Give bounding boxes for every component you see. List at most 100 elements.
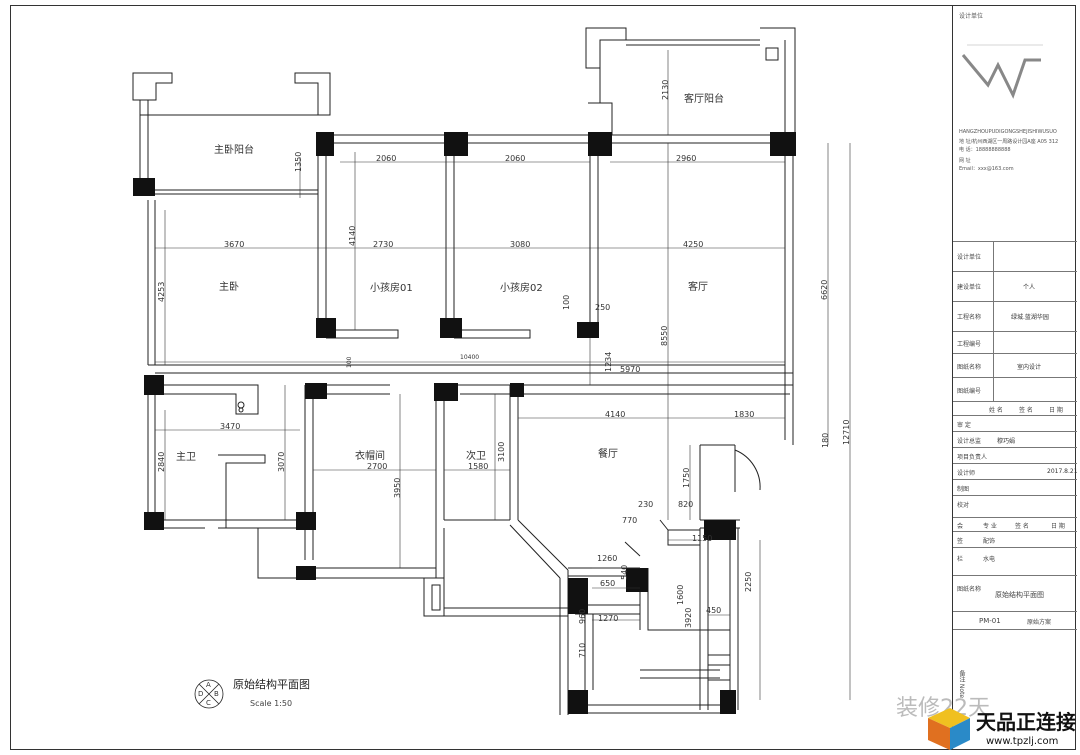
dim-label: 1234 — [604, 351, 613, 372]
dim-label: 12710 — [842, 419, 851, 445]
dim-label: 2730 — [373, 240, 394, 249]
dim-label: 2130 — [661, 79, 670, 100]
dim-label: 4140 — [348, 225, 357, 246]
drawing-title-label: 图纸名称 — [957, 586, 982, 593]
dim-label: 100 — [562, 294, 571, 310]
role-label: 设计总监 — [957, 438, 982, 445]
field-label: 工程名称 — [957, 314, 982, 321]
room-kid-1: 小孩房01 — [370, 283, 413, 294]
room-master-balcony: 主卧阳台 — [214, 145, 254, 156]
dim-label: 2700 — [367, 462, 388, 471]
company-pinyin: HANGZHOUPUDIGONGSHEJISHIWUSUO — [959, 129, 1057, 135]
date-value: 2017.8.21 — [1047, 468, 1078, 475]
disc-header: 日 期 — [1051, 523, 1065, 530]
dim-label: 3080 — [510, 240, 531, 249]
role-label: 制图 — [957, 486, 970, 493]
room-cloakroom: 衣帽间 — [355, 451, 385, 462]
dim-label: 3070 — [277, 451, 286, 472]
dim-label: 3920 — [684, 607, 693, 628]
dim-label: 5970 — [620, 365, 641, 374]
dim-label: 250 — [595, 303, 611, 312]
dim-label: 4253 — [157, 281, 166, 302]
dim-label: 450 — [706, 606, 722, 615]
drawing-title: 原始结构平面图 — [995, 591, 1044, 599]
title-block: 设计单位 HANGZHOUPUDIGONGSHEJISHIWUSUO 地 址/杭… — [952, 5, 1078, 750]
room-dining: 餐厅 — [598, 449, 618, 460]
website-label: 网 址 — [959, 158, 971, 164]
room-master-bedroom: 主卧 — [219, 282, 239, 293]
dim-label: 230 — [638, 500, 654, 509]
disc-item: 水电 — [983, 556, 996, 563]
dim-label: 1350 — [294, 151, 303, 172]
field-value: 室内设计 — [1017, 364, 1042, 371]
dim-label: 3670 — [224, 240, 245, 249]
disc-side: 签 — [957, 538, 964, 545]
dim-label: 820 — [678, 500, 694, 509]
field-label: 工程编号 — [957, 341, 982, 348]
disc-side: 会 — [957, 523, 964, 530]
section-mark-c: C — [206, 699, 211, 707]
watermark-brand: 天品正连接 — [976, 710, 1076, 734]
drawing-scale: Scale 1:50 — [250, 699, 293, 708]
section-mark-d: D — [198, 690, 204, 698]
dim-label: 3100 — [497, 441, 506, 462]
watermark-url: www.tpzlj.com — [986, 736, 1059, 747]
dim-label: 2250 — [744, 571, 753, 592]
dim-label: 2840 — [157, 451, 166, 472]
role-label: 校对 — [957, 502, 970, 509]
dim-label: 960 — [578, 608, 587, 624]
sign-header: 签 名 — [1019, 407, 1033, 414]
role-name: 穆巧娟 — [997, 438, 1016, 445]
dim-label: 1270 — [598, 614, 619, 623]
disc-header: 签 名 — [1015, 523, 1029, 530]
dim-label: 540 — [620, 564, 629, 580]
field-label: 设计单位 — [957, 254, 982, 261]
role-label: 审 定 — [957, 422, 971, 429]
drawing-number: PM-01 — [979, 617, 1001, 625]
room-living-balcony: 客厅阳台 — [684, 94, 724, 105]
dim-label: 1830 — [734, 410, 755, 419]
dim-label: 4140 — [605, 410, 626, 419]
dim-label: 100 — [346, 356, 353, 368]
dim-label: 3470 — [220, 422, 241, 431]
dim-label: 1600 — [676, 584, 685, 605]
company-email: Email：xxx@163.com — [959, 166, 1014, 172]
disc-side: 栏 — [957, 556, 964, 563]
field-value: 个人 — [1023, 284, 1036, 291]
role-label: 设计师 — [957, 470, 976, 477]
sign-header: 日 期 — [1049, 407, 1063, 414]
dim-label: 180 — [821, 432, 830, 448]
dim-label: 6620 — [820, 279, 829, 300]
sign-header: 姓 名 — [989, 407, 1003, 414]
dim-label: 1150 — [692, 534, 713, 543]
brand-logo-icon — [928, 708, 970, 750]
dim-label: 4250 — [683, 240, 704, 249]
dim-label: 2060 — [376, 154, 397, 163]
dim-label: 10400 — [460, 354, 480, 361]
drawing-stage: 原始方案 — [1027, 619, 1052, 626]
dim-label: 710 — [578, 642, 587, 658]
dim-label: 650 — [600, 579, 616, 588]
dim-label: 1750 — [682, 467, 691, 488]
dim-label: 1260 — [597, 554, 618, 563]
dim-label: 3950 — [393, 477, 402, 498]
company-logo — [961, 44, 1043, 99]
dim-label: 770 — [622, 516, 638, 525]
company-tel: 电 话：18888888888 — [959, 147, 1011, 153]
room-living: 客厅 — [688, 282, 708, 293]
drawing-caption: 原始结构平面图 — [233, 678, 310, 691]
room-second-bath: 次卫 — [466, 451, 486, 462]
role-label: 项目负责人 — [957, 454, 988, 461]
disc-header: 专 业 — [983, 523, 997, 530]
dim-label: 2060 — [505, 154, 526, 163]
dim-label: 1580 — [468, 462, 489, 471]
dim-label: 8550 — [660, 325, 669, 346]
room-kid-2: 小孩房02 — [500, 283, 543, 294]
company-address: 地 址/杭州西湖区一周路设计园A座 A05 312 — [959, 139, 1059, 145]
section-mark-a: A — [206, 681, 211, 689]
section-mark-b: B — [214, 690, 219, 698]
room-master-bath: 主卫 — [176, 452, 196, 463]
field-value: 绿城.蓝湖华园 — [1011, 314, 1049, 321]
field-label: 建设单位 — [957, 284, 982, 291]
